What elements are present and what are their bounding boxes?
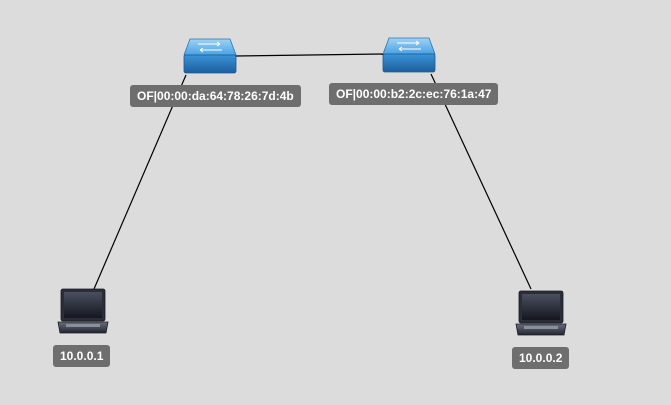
switch-s2-label[interactable]: OF|00:00:b2:2c:ec:76:1a:47 — [329, 83, 499, 105]
link-s2-h2[interactable] — [430, 73, 532, 290]
switch-s1[interactable] — [183, 38, 237, 74]
host-h2[interactable] — [515, 290, 567, 336]
host-h1[interactable] — [57, 288, 109, 334]
link-s1-s2[interactable] — [235, 53, 385, 57]
host-h1-label[interactable]: 10.0.0.1 — [53, 345, 111, 367]
host-h2-label[interactable]: 10.0.0.2 — [512, 347, 570, 369]
openflow-switch-icon — [183, 38, 237, 74]
link-s1-h1[interactable] — [93, 74, 187, 290]
switch-s2[interactable] — [382, 37, 436, 73]
switch-s1-label[interactable]: OF|00:00:da:64:78:26:7d:4b — [130, 85, 301, 107]
host-laptop-icon — [57, 288, 109, 334]
openflow-switch-icon — [382, 37, 436, 73]
host-laptop-icon — [515, 290, 567, 336]
